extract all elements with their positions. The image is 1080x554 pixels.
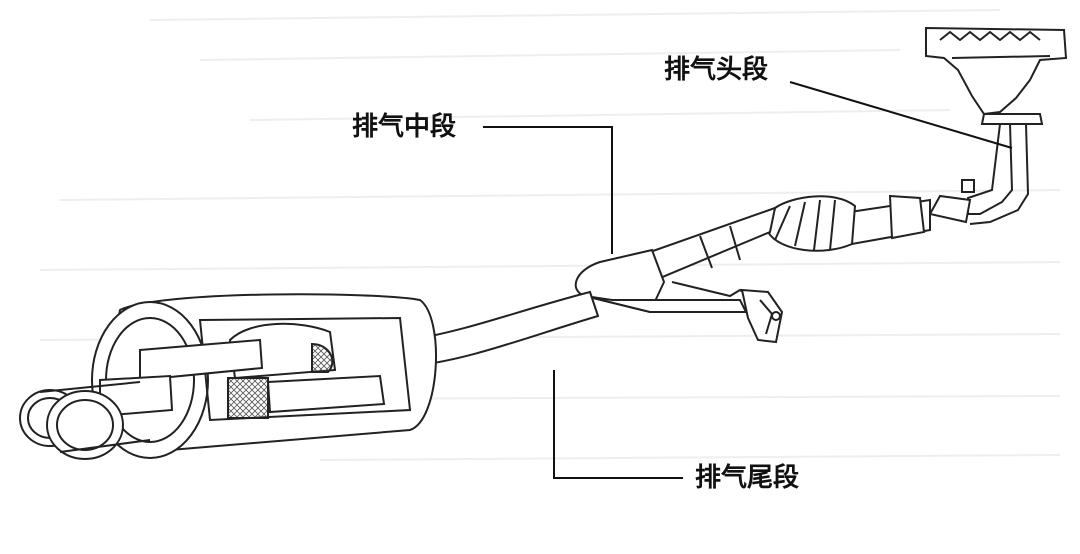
leader-lines [483,81,1013,479]
label-tail-section: 排气尾段 [695,463,800,493]
leader-line-head [789,81,1013,149]
leader-line-middle [483,126,613,254]
label-head-section: 排气头段 [664,55,769,85]
exhaust-manifold [925,26,1068,225]
tail-pipe-assembly [19,290,600,460]
leader-line-tail [553,370,683,479]
label-middle-section: 排气中段 [352,112,457,142]
middle-pipe-assembly [574,194,972,344]
